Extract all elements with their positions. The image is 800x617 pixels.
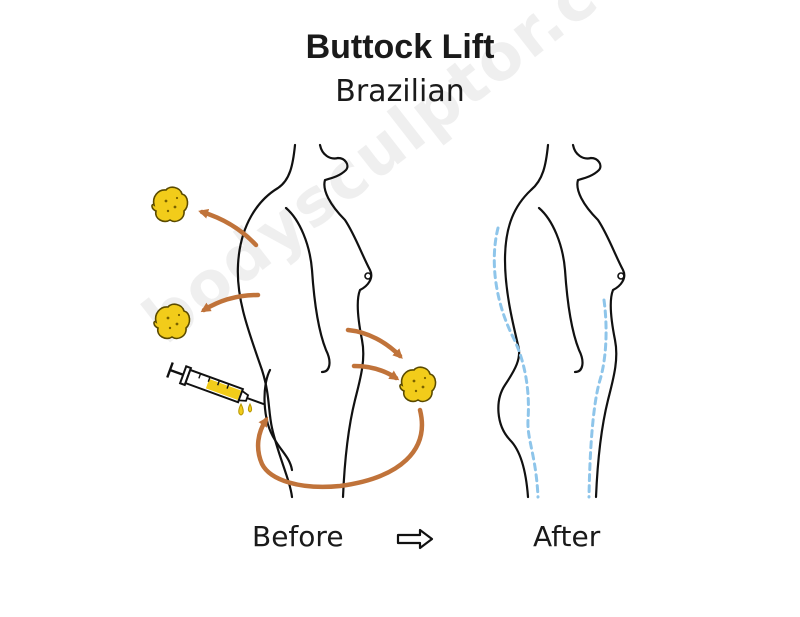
fat-cell-icon — [399, 366, 437, 403]
before-figure — [236, 143, 373, 499]
after-arm — [537, 206, 584, 374]
transfer-arrow-icon — [255, 407, 424, 490]
transfer-arrow-icon — [198, 208, 259, 248]
after-front-outline — [571, 143, 626, 499]
after-caption: After — [533, 520, 601, 553]
before-back-outline — [236, 143, 297, 499]
syringe-icon — [166, 362, 265, 406]
transfer-arrows — [198, 208, 424, 490]
before-arm — [284, 206, 331, 374]
before-caption: Before — [252, 520, 344, 553]
before-front-outline — [318, 143, 373, 499]
transfer-arrow-icon — [200, 292, 261, 313]
droplet-icon — [248, 402, 252, 413]
diagram-title: Buttock Lift — [305, 28, 495, 66]
after-back-outline — [497, 143, 550, 499]
after-original-contour — [492, 226, 608, 499]
right-arrow-icon — [396, 528, 434, 550]
droplet-icon — [238, 402, 244, 416]
before-buttock — [263, 368, 294, 472]
fat-cell-icon — [151, 186, 189, 223]
after-figure — [497, 143, 626, 499]
fat-cell-icon — [153, 303, 191, 340]
transfer-arrow-icon — [351, 363, 400, 381]
fat-cells — [151, 186, 437, 403]
transfer-arrow-icon — [345, 327, 403, 359]
diagram-subtitle: Brazilian — [335, 74, 465, 109]
